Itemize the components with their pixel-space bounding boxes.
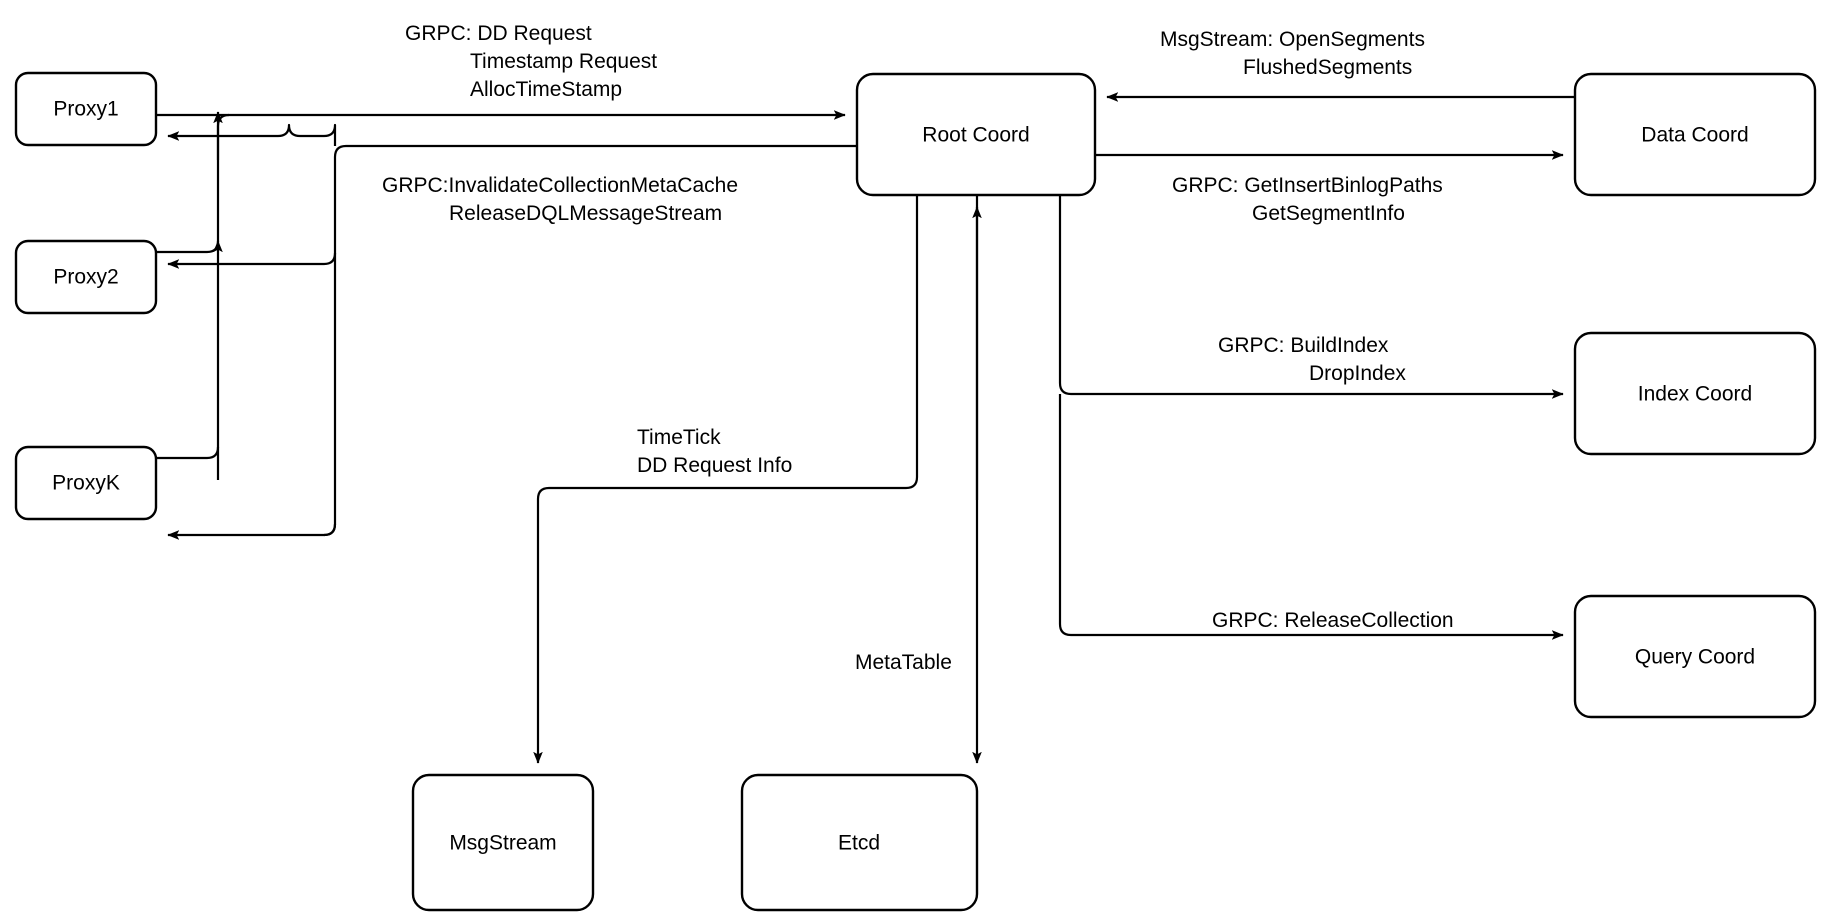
node-indexcoord-label: Index Coord <box>1638 383 1752 406</box>
node-msgstream-label: MsgStream <box>449 832 556 855</box>
edge-rootcoord-to-indexcoord <box>1058 195 1564 399</box>
edge-label-rootcoord-to-msgstream: TimeTick DD Request Info <box>637 426 792 477</box>
node-datacoord[interactable]: Data Coord <box>1573 72 1817 197</box>
node-rootcoord-box[interactable] <box>855 72 1097 197</box>
edge-label-rootcoord-to-proxies: GRPC:InvalidateCollectionMetaCache Relea… <box>382 174 738 225</box>
edge-label-line: TimeTick <box>637 426 721 449</box>
edge-label-rootcoord-to-datacoord: GRPC: GetInsertBinlogPaths GetSegmentInf… <box>1172 174 1443 225</box>
node-etcd[interactable]: Etcd <box>740 773 979 912</box>
node-proxy1-box[interactable] <box>14 71 158 147</box>
edge-label-proxies-to-rootcoord: GRPC: DD Request Timestamp Request Alloc… <box>405 22 657 101</box>
edge-proxy2-out <box>156 240 223 254</box>
edge-rootcoord-to-msgstream <box>533 195 919 764</box>
node-proxyk-label: ProxyK <box>52 472 120 495</box>
edge-rootcoord-to-querycoord <box>1058 394 1564 640</box>
nodes-layer: Proxy1 Proxy2 ProxyK Root Coord Data Coo… <box>14 71 1817 912</box>
edge-rootcoord-to-proxy1 <box>167 123 324 141</box>
node-rootcoord[interactable]: Root Coord <box>855 72 1097 197</box>
edge-label-rootcoord-to-querycoord: GRPC: ReleaseCollection <box>1212 609 1454 632</box>
edge-label-rootcoord-to-etcd: MetaTable <box>855 651 952 674</box>
edge-label-line: GRPC: ReleaseCollection <box>1212 609 1454 632</box>
node-proxyk[interactable]: ProxyK <box>14 445 158 521</box>
edge-label-line: GRPC: DD Request <box>405 22 592 45</box>
edge-label-line: MsgStream: OpenSegments <box>1160 28 1425 51</box>
edge-proxyk-out <box>156 446 220 460</box>
edge-label-line: GRPC: BuildIndex <box>1218 334 1389 357</box>
node-msgstream[interactable]: MsgStream <box>411 773 595 912</box>
edge-label-line: DD Request Info <box>637 454 792 477</box>
node-etcd-label: Etcd <box>838 832 880 855</box>
edge-rootcoord-branch-proxy1 <box>323 123 337 146</box>
edge-label-line: GRPC: GetInsertBinlogPaths <box>1172 174 1443 197</box>
edge-label-line: DropIndex <box>1309 362 1406 385</box>
node-etcd-box[interactable] <box>740 773 979 912</box>
edge-rootcoord-to-proxyk <box>167 523 337 540</box>
edge-proxy-collector-trunk <box>216 113 230 480</box>
node-indexcoord-box[interactable] <box>1573 331 1817 456</box>
node-querycoord[interactable]: Query Coord <box>1573 594 1817 719</box>
node-querycoord-box[interactable] <box>1573 594 1817 719</box>
edge-label-line: ReleaseDQLMessageStream <box>449 202 722 225</box>
node-datacoord-label: Data Coord <box>1641 124 1748 147</box>
edge-label-datacoord-to-rootcoord: MsgStream: OpenSegments FlushedSegments <box>1160 28 1425 79</box>
edge-label-line: GetSegmentInfo <box>1252 202 1405 225</box>
edge-label-line: Timestamp Request <box>470 50 657 73</box>
node-proxy2[interactable]: Proxy2 <box>14 239 158 315</box>
node-proxyk-box[interactable] <box>14 445 158 521</box>
node-msgstream-box[interactable] <box>411 773 595 912</box>
node-indexcoord[interactable]: Index Coord <box>1573 331 1817 456</box>
node-rootcoord-label: Root Coord <box>922 124 1029 147</box>
edge-label-line: AllocTimeStamp <box>470 78 622 101</box>
node-proxy2-label: Proxy2 <box>53 266 118 289</box>
edge-rootcoord-to-proxy2 <box>167 252 337 269</box>
edge-label-line: FlushedSegments <box>1243 56 1412 79</box>
edge-label-rootcoord-to-indexcoord: GRPC: BuildIndex DropIndex <box>1218 334 1406 385</box>
edge-label-line: GRPC:InvalidateCollectionMetaCache <box>382 174 738 197</box>
edge-label-line: MetaTable <box>855 651 952 674</box>
node-querycoord-label: Query Coord <box>1635 646 1755 669</box>
node-datacoord-box[interactable] <box>1573 72 1817 197</box>
edges-layer <box>156 92 1575 764</box>
edge-labels-layer: GRPC: DD Request Timestamp Request Alloc… <box>382 22 1454 674</box>
node-proxy2-box[interactable] <box>14 239 158 315</box>
node-proxy1-label: Proxy1 <box>53 98 118 121</box>
node-proxy1[interactable]: Proxy1 <box>14 71 158 147</box>
